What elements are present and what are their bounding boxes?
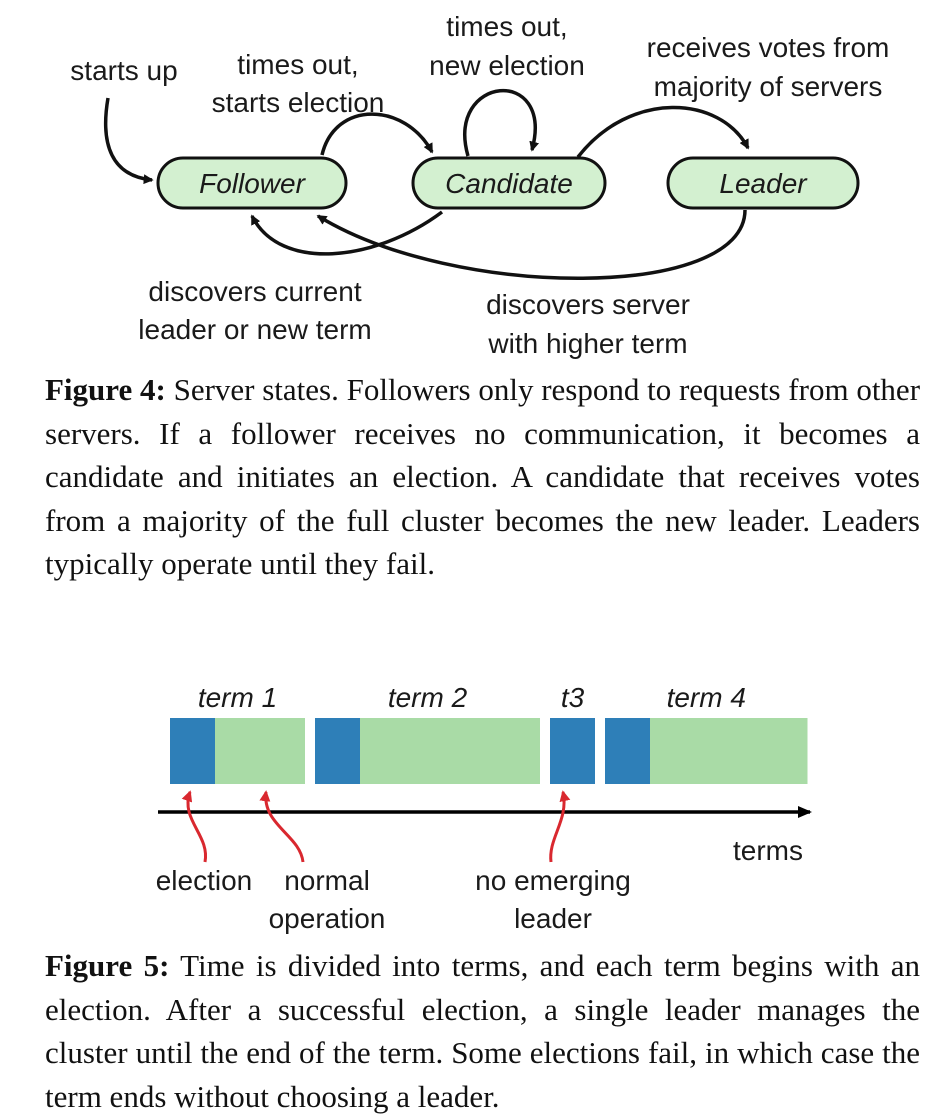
annotation-no-emerging-leader-1: no emerging xyxy=(475,865,631,896)
arrow-leader-to-follower xyxy=(316,209,747,280)
term-3-label: t3 xyxy=(561,682,585,713)
label-receives-votes-1: receives votes from xyxy=(647,32,890,63)
label-receives-votes-2: majority of servers xyxy=(654,71,883,102)
figure-5-caption-text: Time is divided into terms, and each ter… xyxy=(45,948,920,1114)
annotation-election: election xyxy=(156,865,253,896)
label-discovers-current-leader-2: leader or new term xyxy=(138,314,371,345)
term-1-election-block xyxy=(170,718,215,784)
annotation-arrow-no-emerging-leader xyxy=(549,790,571,863)
label-discovers-higher-term-1: discovers server xyxy=(486,289,690,320)
term-blocks: term 1 term 2 t3 term 4 xyxy=(170,682,808,784)
annotation-no-emerging-leader-2: leader xyxy=(514,903,592,934)
arrow-candidate-self-loop xyxy=(463,88,539,157)
label-starts-up: starts up xyxy=(70,55,177,86)
figure-5-caption: Figure 5: Time is divided into terms, an… xyxy=(45,944,920,1118)
terms-timeline: term 1 term 2 t3 term 4 terms election norm… xyxy=(156,682,812,934)
label-times-out-new-election-1: times out, xyxy=(446,11,567,42)
arrow-follower-to-candidate xyxy=(320,112,434,156)
figure-5-caption-label: Figure 5: xyxy=(45,948,170,983)
term-1-label: term 1 xyxy=(198,682,277,713)
state-follower: Follower xyxy=(156,156,348,210)
term-2-election-block xyxy=(315,718,360,784)
term-2-normal-operation-block xyxy=(360,718,540,784)
label-times-out-new-election-2: new election xyxy=(429,50,585,81)
state-follower-label: Follower xyxy=(199,168,306,199)
term-3-election-block xyxy=(550,718,595,784)
arrow-starts-up xyxy=(103,97,154,185)
figure-4-caption: Figure 4: Server states. Followers only … xyxy=(45,368,920,586)
annotation-normal-operation-2: operation xyxy=(269,903,386,934)
term-4-label: term 4 xyxy=(667,682,746,713)
annotation-arrow-normal-operation xyxy=(259,790,305,863)
arrow-candidate-to-leader xyxy=(576,105,750,159)
figure-4-caption-label: Figure 4: xyxy=(45,372,166,407)
label-times-out-starts-election-2: starts election xyxy=(212,87,385,118)
annotation-normal-operation-1: normal xyxy=(284,865,370,896)
label-times-out-starts-election-1: times out, xyxy=(237,49,358,80)
term-2-label: term 2 xyxy=(388,682,468,713)
term-4-normal-operation-block xyxy=(650,718,808,784)
server-states-diagram: Follower Candidate Leader starts up time… xyxy=(70,11,890,359)
state-candidate-label: Candidate xyxy=(445,168,573,199)
state-leader: Leader xyxy=(666,156,860,210)
state-candidate: Candidate xyxy=(411,156,607,210)
term-4-election-block xyxy=(605,718,650,784)
annotation-arrow-election xyxy=(181,790,208,863)
term-1-normal-operation-block xyxy=(215,718,305,784)
arrow-candidate-to-follower xyxy=(250,210,444,256)
axis-label-terms: terms xyxy=(733,835,803,866)
label-discovers-current-leader-1: discovers current xyxy=(148,276,361,307)
label-discovers-higher-term-2: with higher term xyxy=(487,328,687,359)
figure-4-caption-text: Server states. Followers only respond to… xyxy=(45,372,921,582)
state-leader-label: Leader xyxy=(719,168,808,199)
